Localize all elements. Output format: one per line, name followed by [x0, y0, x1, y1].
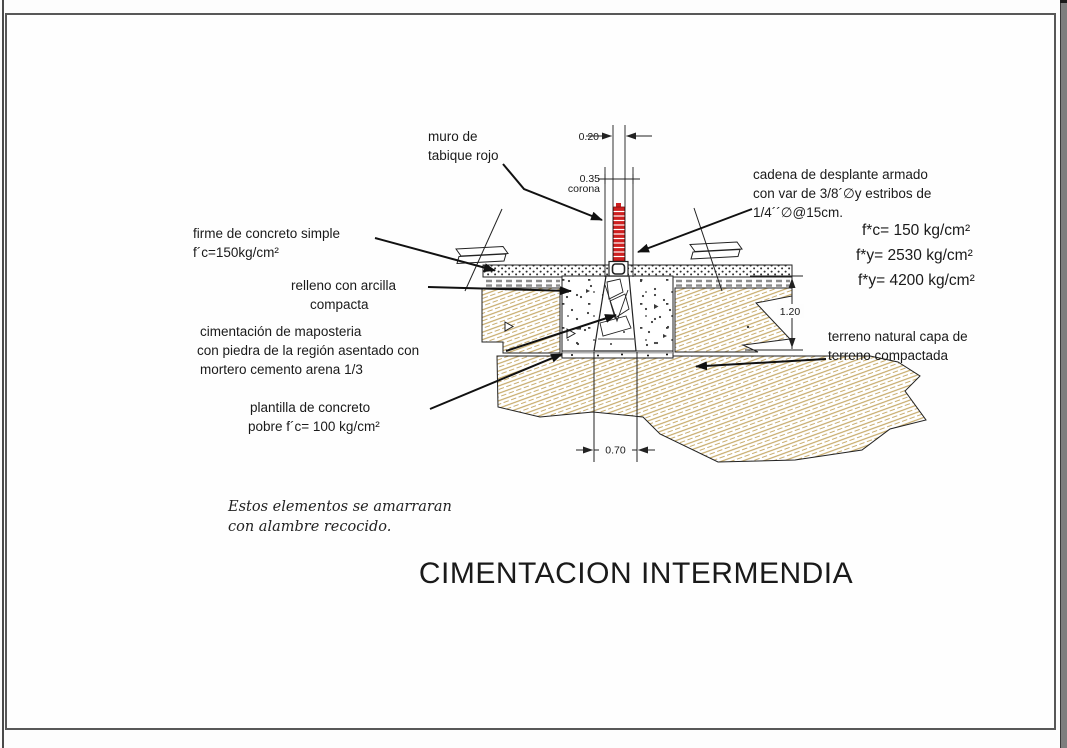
dim-depth-120 [745, 275, 804, 351]
break-line-left [464, 208, 503, 292]
stirrup-loop [611, 263, 626, 275]
leader-terreno [695, 358, 827, 371]
label-relleno-line2: compacta [310, 297, 369, 312]
window-right-band [1060, 0, 1067, 748]
label-spec-fy1: f*y= 2530 kg/cm² [856, 247, 973, 264]
label-terreno-line1: terreno natural capa de [828, 329, 968, 344]
level-marker-tick [576, 327, 581, 330]
label-cadena-line3: 1/4´´∅@15cm. [753, 205, 843, 220]
dim-text-035: 0.35 [580, 173, 601, 185]
label-cadena-line1: cadena de desplante armado [753, 167, 928, 182]
fleck-right-block [746, 325, 750, 329]
slat-symbol-left [455, 245, 509, 265]
earth-lower-mass [496, 355, 927, 463]
slat-symbol-right [689, 241, 743, 260]
dim-crown-035 [598, 174, 640, 184]
label-plantilla-line2: pobre f´c= 100 kg/cm² [248, 419, 380, 434]
label-relleno-line1: relleno con arcilla [291, 278, 397, 293]
label-plantilla-line1: plantilla de concreto [250, 400, 370, 415]
leader-plantilla [429, 353, 563, 410]
dim-text-070: 0.70 [605, 445, 626, 457]
earth-right-block [674, 287, 793, 353]
window-right-cap [1060, 0, 1067, 3]
label-cimentacion-line2: con piedra de la región asentado con [197, 343, 419, 358]
label-spec-fy2: f*y= 4200 kg/cm² [858, 272, 975, 289]
brick-joints [613, 210, 625, 258]
annotations: muro de tabique rojo firme de concreto s… [193, 129, 975, 590]
label-muro-line1: muro de [428, 129, 478, 144]
pit-speckles [565, 279, 672, 347]
wall-lines [604, 125, 634, 277]
label-spec-fc: f*c= 150 kg/cm² [862, 222, 970, 239]
leader-cadena [637, 208, 753, 253]
brick-column [613, 203, 625, 262]
label-firme-line1: firme de concreto simple [193, 226, 340, 241]
cadena-box [608, 260, 629, 277]
earth-left-block [481, 287, 561, 354]
label-cadena-line2: con var de 3/8´∅y estribos de [753, 186, 931, 201]
clay-dashed-layer [486, 279, 790, 287]
label-cimentacion-line1: cimentación de maposteria [200, 324, 362, 339]
level-marker-left [504, 321, 515, 332]
dim-text-120: 1.20 [780, 306, 801, 318]
note-line2: con alambre recocido. [228, 519, 391, 535]
label-terreno-line2: terreno compactada [828, 348, 949, 363]
leader-firme [374, 237, 496, 272]
leader-relleno [427, 286, 572, 296]
label-muro-line2: tabique rojo [428, 148, 499, 163]
dim-base-070 [576, 352, 655, 462]
note-line1: Estos elementos se amarraran [227, 499, 452, 515]
leader-lines [374, 163, 827, 410]
plantilla-band [561, 350, 674, 359]
drawing-title: CIMENTACION INTERMENDIA [419, 557, 853, 590]
leader-cimentacion [505, 314, 617, 352]
label-cimentacion-line3: mortero cemento arena 1/3 [200, 362, 363, 377]
dim-text-corona: corona [568, 183, 600, 195]
break-line-right [693, 207, 723, 292]
label-firme-line2: f´c=150kg/cm² [193, 245, 279, 260]
window-left-edge [2, 0, 4, 748]
dim-text-020: 0.20 [579, 131, 600, 143]
masonry-trapezoid [593, 275, 637, 352]
leader-muro [502, 163, 603, 221]
floor-slab-firme [482, 264, 793, 278]
